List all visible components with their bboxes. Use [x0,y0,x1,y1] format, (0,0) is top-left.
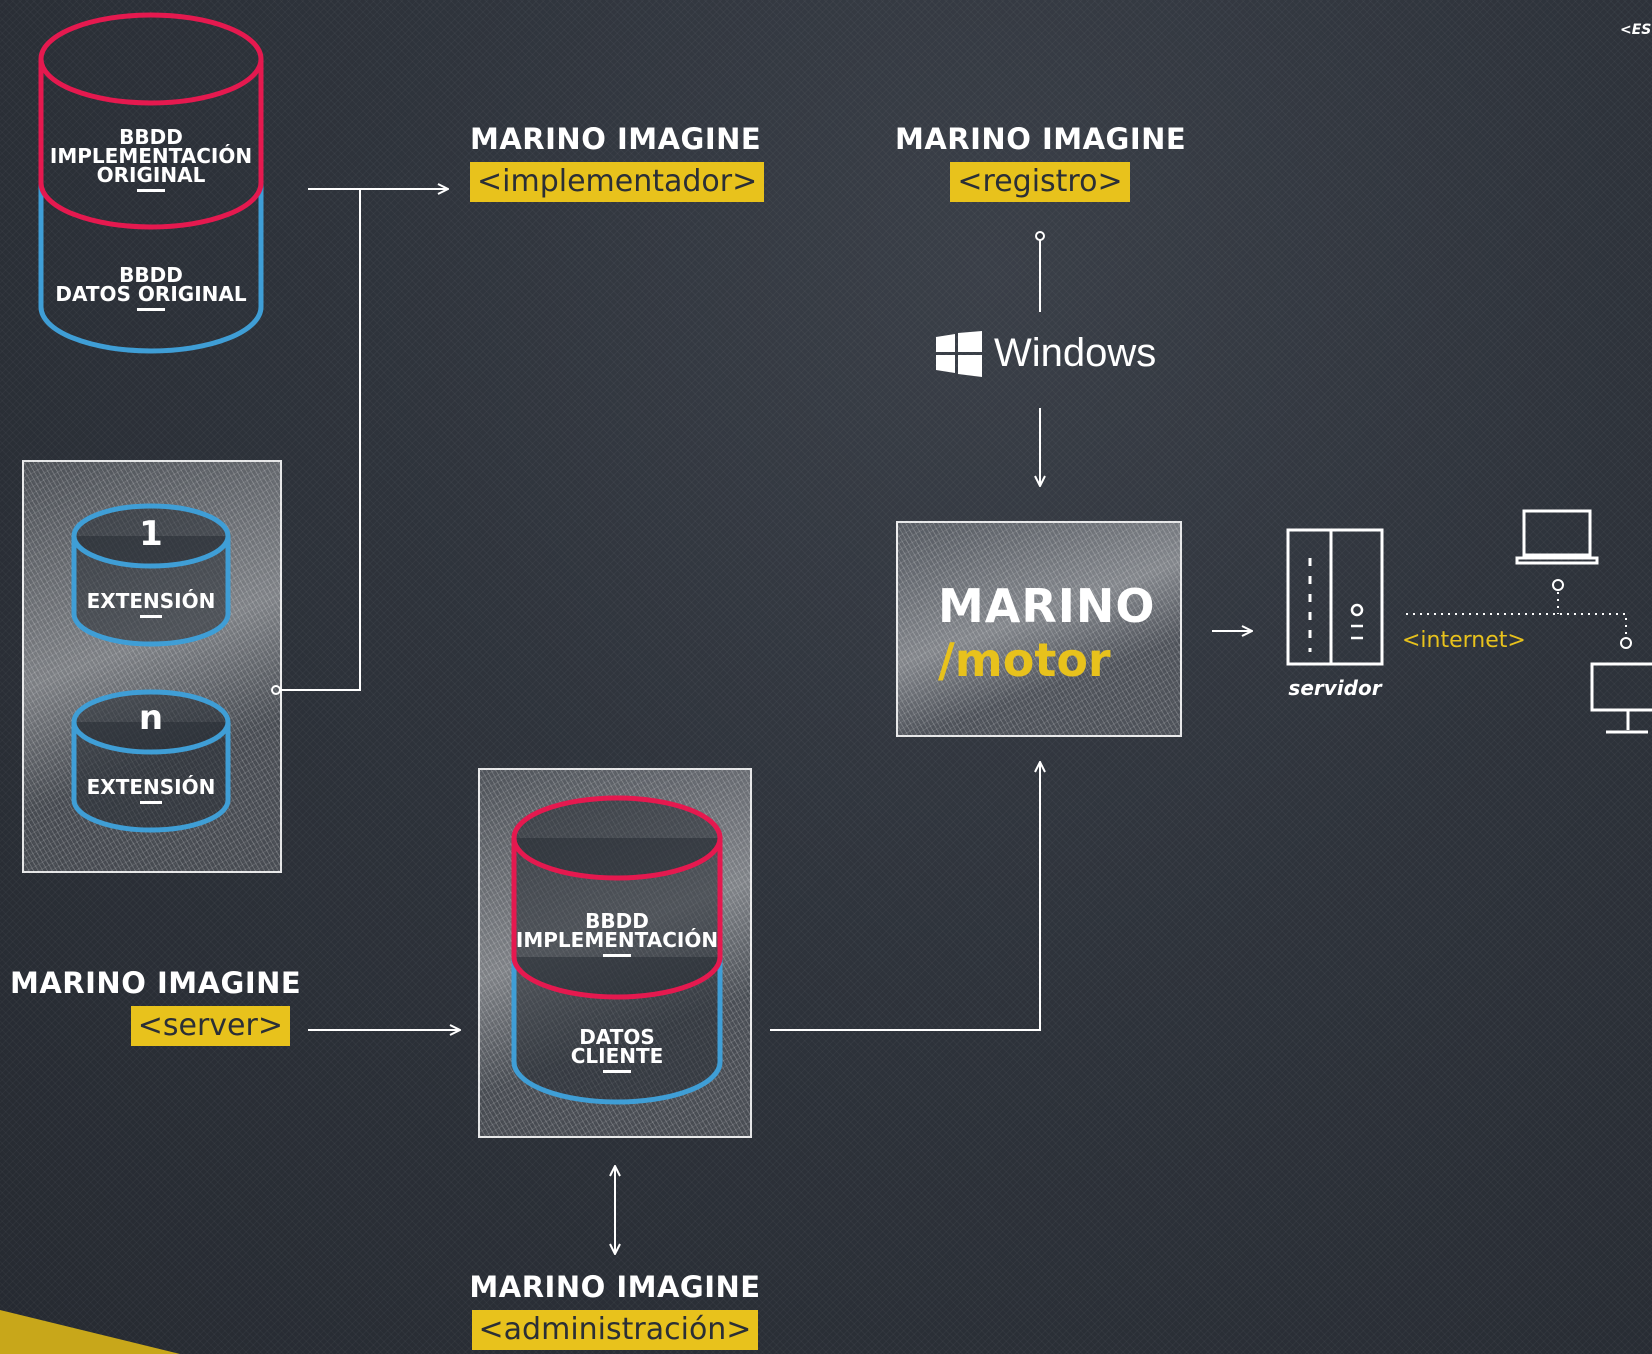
db-cliente-panel: BBDD IMPLEMENTACIÓN DATOS CLIENTE [478,768,752,1138]
connector-registro-dot [1035,231,1045,241]
extension-n-cylinder-icon [71,689,231,833]
extension-1-dash [140,615,162,618]
db-original-bottom-line-2: DATOS ORIGINAL [55,282,247,306]
db-cliente-bottom-line-2: CLIENTE [570,1044,664,1068]
extension-n-index: n [138,698,164,738]
connector-db-motor [770,762,1040,1031]
windows-node: Windows [936,330,1166,378]
extension-n-dash [140,801,162,804]
db-cliente-bottom-dash [603,1070,631,1073]
db-original-top-label: BBDD IMPLEMENTACIÓN ORIGINAL [38,125,264,192]
server-module-node: MARINO IMAGINE <server> [10,966,302,1046]
registro-tag: <registro> [950,162,1130,202]
internet-label: <internet> [1402,628,1526,653]
extension-1-cylinder-icon [71,503,231,647]
db-cliente-bottom-line-1: DATOS [579,1025,655,1049]
extensions-panel: 1 EXTENSIÓN n EXTENSIÓN [22,460,282,873]
db-original-top-line-3: ORIGINAL [96,163,206,187]
server-module-title: MARINO IMAGINE [10,966,302,1000]
windows-logo-icon [936,331,982,377]
db-cliente-top-line-1: BBDD [585,909,649,933]
accent-corner [0,1310,180,1354]
db-cliente-cylinder-icon [511,795,723,1105]
db-original: BBDD IMPLEMENTACIÓN ORIGINAL BBDD DATOS … [38,10,264,354]
db-cliente-bottom-label: DATOS CLIENTE [480,1025,754,1073]
registro-title: MARINO IMAGINE [895,122,1187,156]
motor-title: MARINO [938,579,1156,633]
implementador-node: MARINO IMAGINE <implementador> [470,122,765,202]
extension-1-label: EXTENSIÓN [71,589,231,618]
motor-node: MARINO /motor [896,521,1182,737]
extension-n-label: EXTENSIÓN [71,775,231,804]
servidor-node: servidor [1280,526,1390,706]
extension-1-text: EXTENSIÓN [86,589,216,613]
db-original-top-dash [137,189,165,192]
server-module-tag: <server> [130,1006,290,1046]
implementador-title: MARINO IMAGINE [470,122,762,156]
connector-desktop-dot [1620,637,1632,649]
windows-label: Windows [994,331,1157,375]
connector-extensions [276,189,361,691]
db-original-bottom-dash [137,308,165,311]
db-original-top-line-2: IMPLEMENTACIÓN [49,144,253,168]
administracion-node: MARINO IMAGINE <administración> [460,1270,770,1350]
db-original-top-line-1: BBDD [119,125,183,149]
laptop-icon [1515,509,1599,565]
extension-n-text: EXTENSIÓN [86,775,216,799]
db-original-cylinder-icon [38,12,264,354]
db-cliente-top-line-2: IMPLEMENTACIÓN [515,928,719,952]
desktop-icon [1590,662,1652,734]
registro-node: MARINO IMAGINE <registro> [895,122,1187,202]
implementador-tag: <implementador> [470,162,765,202]
db-cliente-top-label: BBDD IMPLEMENTACIÓN [480,909,754,957]
extension-1-index: 1 [139,514,163,554]
administracion-tag: <administración> [471,1310,759,1350]
administracion-title: MARINO IMAGINE [469,1270,761,1304]
db-original-bottom-label: BBDD DATOS ORIGINAL [38,263,264,311]
db-original-bottom-line-1: BBDD [119,263,183,287]
server-icon [1286,528,1384,666]
db-cliente-top-dash [603,954,631,957]
corner-tag: <ES [1620,22,1652,38]
servidor-label: servidor [1288,676,1382,700]
connector-laptop-dot [1552,579,1564,591]
motor-subtitle: /motor [938,633,1111,687]
